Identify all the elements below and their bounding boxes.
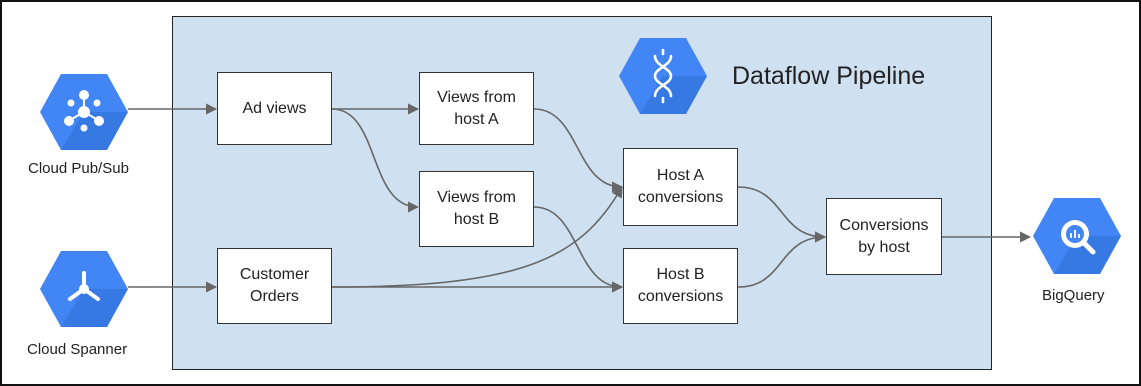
- spanner-icon: [40, 251, 128, 327]
- edge-orders-to-host-a: [331, 186, 623, 288]
- edge-adviews-to-views-b: [331, 108, 420, 213]
- bigquery-label: BigQuery: [1042, 287, 1105, 304]
- bigquery-icon: [1033, 198, 1121, 274]
- edge-views-a-to-host-a: [533, 108, 624, 193]
- node-host-a-conversions: Host A conversions: [623, 148, 738, 226]
- node-views-from-host-b: Views from host B: [419, 171, 534, 247]
- node-conversions-by-host: Conversions by host: [826, 198, 942, 275]
- node-views-from-host-a: Views from host A: [419, 72, 534, 145]
- node-customer-orders: Customer Orders: [217, 248, 332, 324]
- node-host-b-conversions: Host B conversions: [623, 248, 738, 324]
- spanner-label: Cloud Spanner: [27, 341, 128, 358]
- node-ad-views: Ad views: [217, 72, 332, 145]
- edge-views-b-to-host-b: [533, 206, 624, 293]
- pipeline-title: Dataflow Pipeline: [732, 62, 926, 90]
- pubsub-label: Cloud Pub/Sub: [28, 160, 129, 177]
- edge-host-a-to-conversions: [737, 186, 827, 243]
- pubsub-icon: [40, 74, 128, 150]
- dataflow-icon: [619, 38, 707, 114]
- edge-host-b-to-conversions: [737, 231, 827, 288]
